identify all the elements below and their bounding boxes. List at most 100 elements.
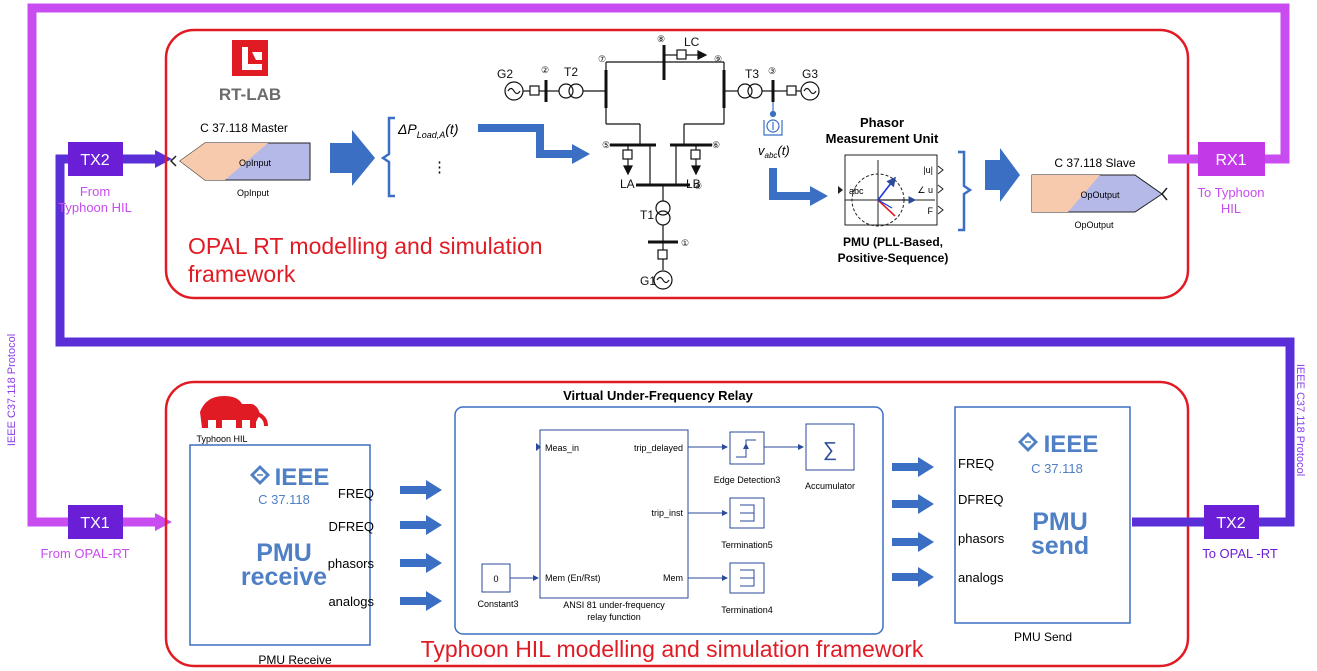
master-block bbox=[169, 142, 311, 181]
master-to-brace-arrow bbox=[330, 130, 375, 186]
grid-bus-2: ② bbox=[541, 65, 549, 75]
ieee-logo-receive bbox=[250, 465, 270, 485]
left-protocol-label: IEEE C37.118 Protocol bbox=[6, 334, 18, 446]
termination4-label: Termination4 bbox=[721, 605, 773, 615]
delta-p-label: ΔPLoad,A(t) bbox=[397, 121, 458, 140]
tx2-bottom-box bbox=[1204, 505, 1259, 539]
send-name-1: PMU bbox=[1032, 508, 1088, 536]
grid-bus-6: ⑥ bbox=[712, 140, 720, 150]
receive-caption: PMU Receive bbox=[258, 653, 332, 667]
pmu-caption-1: PMU (PLL-Based, bbox=[843, 235, 943, 249]
grid-label-t1: T1 bbox=[640, 208, 654, 222]
opal-brace-left bbox=[380, 116, 395, 198]
grid-label-lb: LB bbox=[686, 177, 701, 191]
grid-label-g1: G1 bbox=[640, 274, 656, 288]
constant-label: Constant3 bbox=[477, 599, 518, 609]
receive-name-2: receive bbox=[241, 563, 327, 591]
relay-mem-out: Mem bbox=[663, 573, 683, 583]
send-arrows bbox=[892, 457, 934, 587]
opal-title-line2: framework bbox=[188, 261, 296, 287]
pmu-title-2: Measurement Unit bbox=[826, 131, 939, 146]
rx1-box bbox=[1198, 142, 1265, 176]
grid-label-lc: LC bbox=[684, 35, 700, 49]
relay-title: Virtual Under-Frequency Relay bbox=[563, 388, 754, 403]
send-input-freq: FREQ bbox=[958, 456, 994, 471]
send-ieee-text: IEEE bbox=[1044, 431, 1099, 458]
slave-block bbox=[1031, 174, 1168, 213]
relay-caption-1: ANSI 81 under-frequency bbox=[563, 600, 665, 610]
rtlab-logo: RT-LAB bbox=[219, 40, 281, 104]
relay-caption-2: relay function bbox=[587, 612, 641, 622]
receive-output-analogs: analogs bbox=[328, 594, 374, 609]
receive-output-freq: FREQ bbox=[338, 486, 374, 501]
vabc-to-pmu-arrow bbox=[769, 168, 812, 200]
grid-bus-4: ④ bbox=[694, 181, 702, 191]
receive-output-dfreq: DFREQ bbox=[329, 519, 375, 534]
tx2-top-caption-1: From bbox=[80, 184, 110, 199]
send-input-dfreq: DFREQ bbox=[958, 492, 1004, 507]
tx2-top-caption-2: Typhoon HIL bbox=[58, 200, 132, 215]
pmu-block bbox=[838, 154, 944, 227]
receive-arrows bbox=[400, 480, 442, 611]
send-input-phasors: phasors bbox=[958, 531, 1005, 546]
master-caption: OpInput bbox=[237, 188, 270, 198]
send-caption: PMU Send bbox=[1014, 630, 1072, 644]
opal-brace-right bbox=[958, 150, 973, 232]
pmu-send-block bbox=[954, 406, 1131, 624]
accumulator-block bbox=[805, 423, 855, 471]
tx2-top-label: TX2 bbox=[80, 152, 109, 169]
rx1-caption-1: To Typhoon bbox=[1198, 185, 1265, 200]
receive-output-phasors: phasors bbox=[328, 556, 375, 571]
send-std-text: C 37.118 bbox=[1031, 461, 1083, 476]
ieee-logo-send bbox=[1018, 432, 1038, 452]
receive-std-text: C 37.118 bbox=[258, 492, 310, 507]
grid-label-la: LA bbox=[620, 177, 635, 191]
rtlab-logo-text: RT-LAB bbox=[219, 85, 281, 104]
pmu-receive-block bbox=[189, 444, 371, 646]
tx2-bottom-caption: To OPAL -RT bbox=[1202, 546, 1278, 561]
pmu-output-freq: F bbox=[928, 206, 934, 216]
pmu-to-slave-arrow bbox=[985, 148, 1020, 202]
constant-block bbox=[481, 563, 511, 593]
slave-caption: OpOutput bbox=[1074, 220, 1114, 230]
typhoon-logo-text: Typhoon HIL bbox=[196, 434, 247, 444]
slave-block-label: OpOutput bbox=[1080, 190, 1120, 200]
send-input-analogs: analogs bbox=[958, 570, 1004, 585]
typhoon-logo bbox=[200, 396, 268, 428]
delta-p-to-grid-arrow bbox=[478, 124, 575, 158]
vabc-label: vabc(t) bbox=[758, 143, 790, 160]
opal-title-line1: OPAL RT modelling and simulation bbox=[188, 233, 543, 259]
relay-mem-in: Mem (En/Rst) bbox=[545, 573, 601, 583]
grid-bus-8: ⑧ bbox=[657, 34, 665, 44]
termination5-label: Termination5 bbox=[721, 540, 773, 550]
tx1-box bbox=[68, 505, 123, 539]
grid-bus-1: ① bbox=[681, 238, 689, 248]
grid-label-t3: T3 bbox=[745, 67, 759, 81]
pmu-title-1: Phasor bbox=[860, 115, 904, 130]
relay-meas-in: Meas_in bbox=[545, 443, 579, 453]
accumulator-label: Accumulator bbox=[805, 481, 855, 491]
rx1-label: RX1 bbox=[1215, 152, 1246, 169]
grid-bus-5: ⑤ bbox=[602, 140, 610, 150]
tx1-label: TX1 bbox=[80, 515, 109, 532]
master-title: C 37.118 Master bbox=[200, 121, 288, 135]
relay-trip-delayed: trip_delayed bbox=[634, 443, 683, 453]
slave-title: C 37.118 Slave bbox=[1054, 156, 1135, 170]
typhoon-title: Typhoon HIL modelling and simulation fra… bbox=[421, 636, 924, 662]
relay-trip-inst: trip_inst bbox=[651, 508, 683, 518]
tx1-caption: From OPAL-RT bbox=[40, 546, 129, 561]
right-protocol-label: IEEE C37.118 Protocol bbox=[1294, 364, 1306, 476]
grid-label-g2: G2 bbox=[497, 67, 513, 81]
edge-detection-block bbox=[729, 431, 765, 465]
grid-bus-7: ⑦ bbox=[598, 54, 606, 64]
grid-bus-3: ③ bbox=[768, 66, 776, 76]
power-grid bbox=[504, 45, 820, 290]
pmu-input-abc: abc bbox=[849, 186, 864, 196]
master-block-label: OpInput bbox=[239, 158, 272, 168]
pmu-caption-2: Positive-Sequence) bbox=[838, 251, 949, 265]
receive-name-1: PMU bbox=[256, 539, 312, 567]
accumulator-symbol: ∑ bbox=[823, 439, 837, 461]
delta-p-dots: ⋮ bbox=[432, 159, 447, 176]
edge-detection-label: Edge Detection3 bbox=[714, 475, 781, 485]
